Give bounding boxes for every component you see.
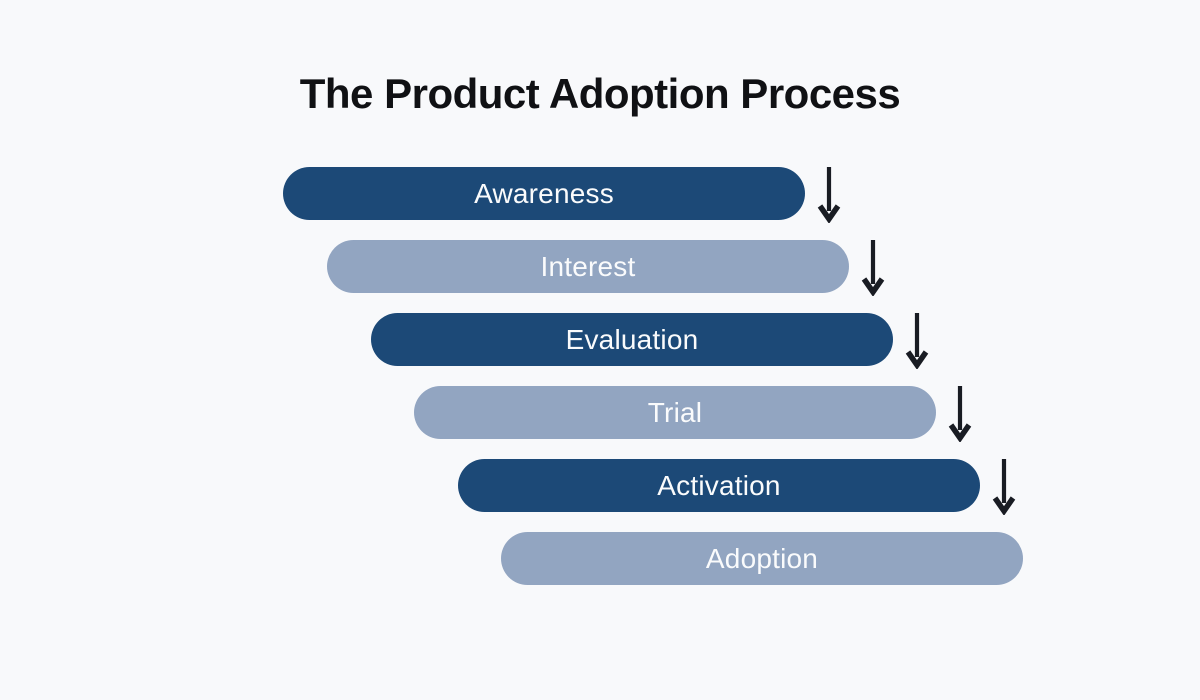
- stage-label: Awareness: [474, 177, 614, 209]
- stage-pill-interest: Interest: [327, 240, 849, 293]
- arrow-down-icon: [948, 386, 972, 442]
- stage-row-evaluation: Evaluation: [371, 313, 1023, 369]
- stage-pill-evaluation: Evaluation: [371, 313, 893, 366]
- stage-label: Evaluation: [565, 323, 699, 355]
- stage-row-adoption: Adoption: [501, 532, 1023, 585]
- arrow-down-icon: [817, 167, 841, 223]
- stage-label: Activation: [657, 469, 781, 501]
- arrow-down-icon: [992, 459, 1016, 515]
- stages-list: Awareness Interest Evaluation: [283, 167, 1023, 605]
- stage-label: Interest: [540, 250, 636, 282]
- page-title: The Product Adoption Process: [299, 70, 901, 117]
- stage-row-activation: Activation: [458, 459, 1023, 515]
- stage-pill-activation: Activation: [458, 459, 980, 512]
- stage-label: Trial: [647, 396, 703, 428]
- stage-row-awareness: Awareness: [283, 167, 1023, 223]
- stage-label: Adoption: [705, 542, 819, 574]
- stage-row-trial: Trial: [414, 386, 1023, 442]
- stage-pill-awareness: Awareness: [283, 167, 805, 220]
- arrow-down-icon: [905, 313, 929, 369]
- stage-pill-adoption: Adoption: [501, 532, 1023, 585]
- stage-row-interest: Interest: [327, 240, 1023, 296]
- arrow-down-icon: [861, 240, 885, 296]
- stage-pill-trial: Trial: [414, 386, 936, 439]
